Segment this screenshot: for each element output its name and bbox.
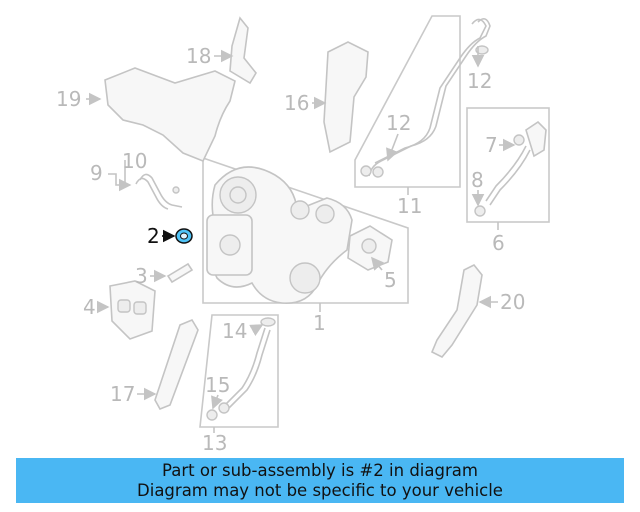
bracket-17 — [154, 318, 199, 411]
turbocharger-assembly — [202, 156, 409, 304]
callout-17: 17 — [110, 382, 135, 406]
line-10 — [139, 173, 183, 208]
callout-7: 7 — [485, 133, 498, 157]
callout-1: 1 — [313, 311, 326, 335]
callout-10: 10 — [122, 149, 147, 173]
oil-line-group-11 — [354, 15, 491, 188]
callout-15: 15 — [205, 373, 230, 397]
leader-lines — [86, 46, 516, 433]
callout-5: 5 — [384, 268, 397, 292]
exhaust-manifold — [104, 67, 236, 163]
callout-20: 20 — [500, 290, 525, 314]
callout-2: 2 — [147, 224, 160, 248]
callout-19: 19 — [56, 87, 81, 111]
gasket-4 — [109, 280, 156, 340]
callout-13: 13 — [202, 431, 227, 455]
coolant-line-group-6 — [466, 107, 550, 223]
callout-18: 18 — [186, 44, 211, 68]
callout-3: 3 — [135, 264, 148, 288]
callout-4: 4 — [83, 295, 96, 319]
callout-6: 6 — [492, 231, 505, 255]
callout-14: 14 — [222, 319, 247, 343]
bracket-18 — [229, 16, 257, 85]
heat-shield-16 — [323, 41, 369, 154]
callout-11: 11 — [397, 194, 422, 218]
callout-12b: 12 — [386, 111, 411, 135]
stud-3 — [166, 262, 194, 284]
info-banner: Part or sub-assembly is #2 in diagram Di… — [16, 458, 624, 503]
bracket-20 — [430, 263, 483, 358]
banner-line-disclaimer: Diagram may not be specific to your vehi… — [137, 480, 503, 500]
callout-16: 16 — [284, 91, 309, 115]
part-2-nut[interactable] — [175, 228, 193, 244]
parts-diagram: 1 2 3 4 5 6 7 8 9 10 11 12 12 13 14 15 1… — [56, 15, 550, 455]
callout-numbers: 1 2 3 4 5 6 7 8 9 10 11 12 12 13 14 15 1… — [56, 44, 525, 455]
callout-12a: 12 — [467, 69, 492, 93]
coolant-line-group-13 — [199, 314, 279, 428]
callout-8: 8 — [471, 168, 484, 192]
banner-line-part: Part or sub-assembly is #2 in diagram — [162, 460, 478, 480]
callout-9: 9 — [90, 161, 103, 185]
